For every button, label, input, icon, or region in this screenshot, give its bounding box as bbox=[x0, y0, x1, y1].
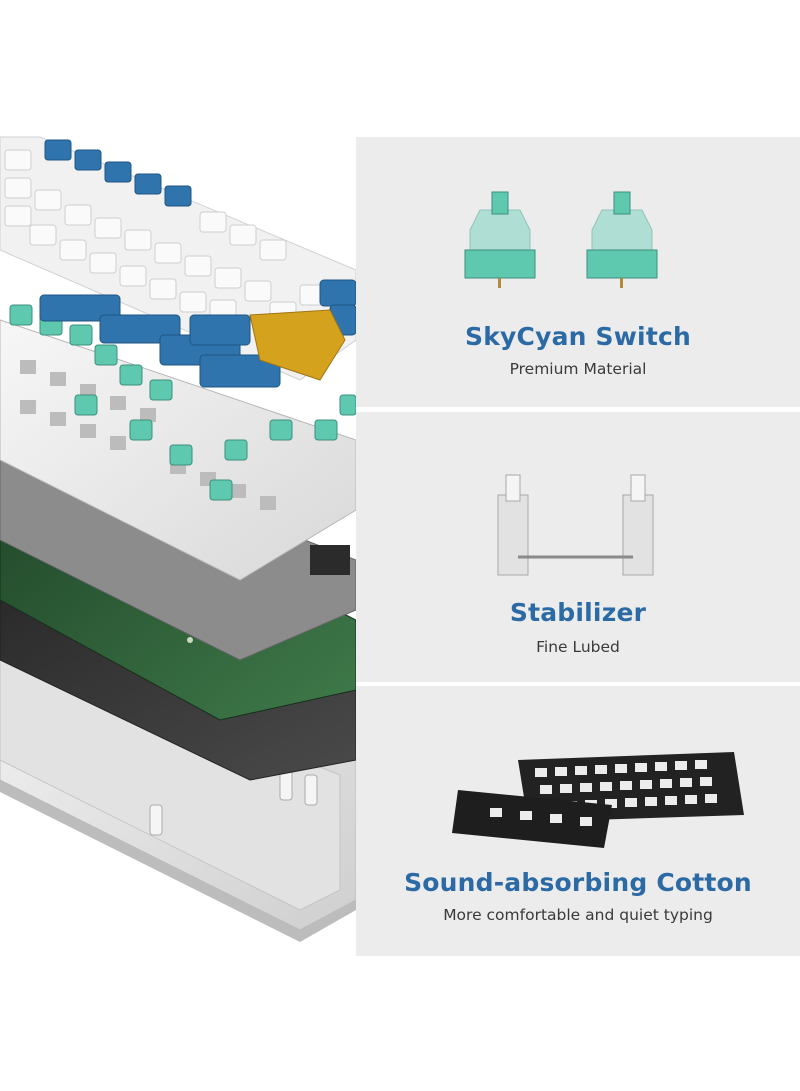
panel-subtitle-foam: More comfortable and quiet typing bbox=[443, 906, 713, 924]
feature-panel-stabilizer bbox=[356, 412, 800, 682]
keycap-layer bbox=[0, 136, 356, 388]
panel-subtitle-switch: Premium Material bbox=[509, 360, 647, 378]
panel-title-switch: SkyCyan Switch bbox=[465, 322, 691, 351]
panel-subtitle-stabilizer: Fine Lubed bbox=[536, 638, 620, 656]
panel-title-foam: Sound-absorbing Cotton bbox=[404, 868, 752, 897]
feature-panel-switch bbox=[356, 137, 800, 407]
exploded-keyboard-illustration bbox=[0, 136, 356, 942]
switch-array bbox=[9, 304, 356, 501]
panel-title-stabilizer: Stabilizer bbox=[509, 598, 647, 627]
